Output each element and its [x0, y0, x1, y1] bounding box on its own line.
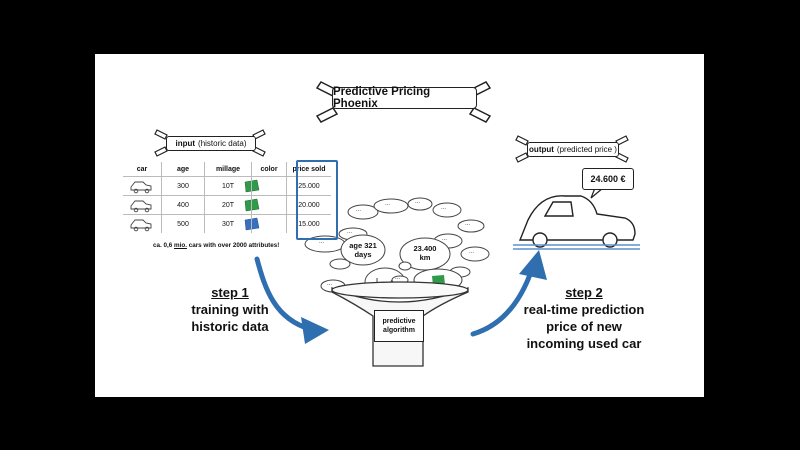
output-tag: output (predicted price ): [527, 142, 619, 157]
feature-age-label: age 321 days: [345, 241, 381, 259]
feature-age-line1: age 321: [349, 241, 377, 250]
feature-km-line2: km: [419, 253, 431, 262]
dataset-footnote: ca. 0,6 mio. cars with over 2000 attribu…: [153, 242, 279, 249]
output-tag-tape: [515, 135, 629, 163]
step1-line1: training with: [191, 302, 269, 317]
output-tag-label: output: [529, 145, 554, 154]
step2-line3: incoming used car: [526, 336, 642, 351]
table-row: 500 30T 15.000: [123, 214, 331, 233]
cell-age: 500: [161, 214, 205, 233]
historic-data-table: car age millage color price sold 300 10T…: [123, 162, 331, 233]
ellipsis-label: ...: [469, 249, 475, 255]
ellipsis-label: ...: [395, 275, 401, 281]
input-tag-tape: [154, 129, 266, 157]
price-column-highlight: [296, 160, 338, 240]
table-row: 300 10T 25.000: [123, 176, 331, 196]
ellipsis-label: ...: [441, 205, 447, 211]
input-tag-label: input: [175, 139, 196, 148]
cell-millage: 10T: [204, 176, 252, 196]
step1-heading: step 1: [211, 285, 249, 300]
ellipsis-label: ...: [465, 221, 471, 227]
cell-age: 300: [161, 176, 205, 196]
input-tag: input (historic data): [166, 136, 256, 151]
car-icon: [123, 214, 162, 233]
cell-millage: 20T: [204, 195, 252, 215]
diagram-title: Predictive Pricing Phoenix: [332, 86, 477, 110]
car-ground-lines: [513, 244, 640, 250]
footnote-pre: ca. 0,6: [153, 242, 175, 249]
ellipsis-label: ...: [319, 239, 325, 245]
algorithm-line2: algorithm: [383, 327, 415, 334]
car-icon: [123, 195, 162, 215]
header-color: color: [251, 162, 287, 177]
footnote-unit: mio.: [174, 242, 187, 249]
training-arrowhead: [301, 317, 329, 344]
feature-km-line1: 23.400: [413, 244, 437, 253]
predicted-price-bubble: 24.600 €: [582, 168, 634, 190]
ellipsis-label: ...: [356, 207, 362, 213]
feature-km-label: 23.400 km: [405, 244, 445, 262]
header-age: age: [161, 162, 205, 177]
training-arrow: [254, 256, 313, 332]
cell-millage: 30T: [204, 214, 252, 233]
step2-line2: price of new: [546, 319, 622, 334]
header-car: car: [136, 165, 148, 173]
predicted-car-drawing: [518, 195, 636, 248]
ellipsis-label: ...: [442, 236, 448, 242]
price-bubble-pointer: [590, 187, 604, 199]
cell-color: [251, 176, 287, 196]
ellipsis-label: ...: [347, 229, 353, 235]
feature-age-line2: days: [354, 250, 372, 259]
output-tag-note: (predicted price ): [556, 145, 617, 154]
prediction-arrow: [470, 266, 535, 337]
predictive-algorithm-box: predictive algorithm: [374, 310, 424, 342]
step2-line1: real-time prediction: [523, 302, 645, 317]
ellipsis-label: ...: [327, 281, 333, 287]
step1-caption: step 1 training with historic data: [170, 284, 290, 335]
ellipsis-label: ...: [415, 199, 421, 205]
cell-color: [251, 195, 287, 215]
input-tag-note: (historic data): [198, 139, 247, 148]
car-icon: [123, 176, 162, 196]
step2-caption: step 2 real-time prediction price of new…: [519, 284, 649, 352]
diagram-canvas: Predictive Pricing Phoenix input (histor…: [95, 54, 704, 397]
cell-age: 400: [161, 195, 205, 215]
prediction-arrowhead: [519, 250, 547, 280]
header-millage: millage: [204, 162, 252, 177]
step2-heading: step 2: [565, 285, 603, 300]
footnote-post: cars with over 2000 attributes!: [186, 242, 280, 249]
algorithm-line1: predictive: [382, 318, 416, 325]
cell-color: [251, 214, 287, 233]
ellipsis-label: ...: [385, 201, 391, 207]
step1-line2: historic data: [191, 319, 269, 334]
